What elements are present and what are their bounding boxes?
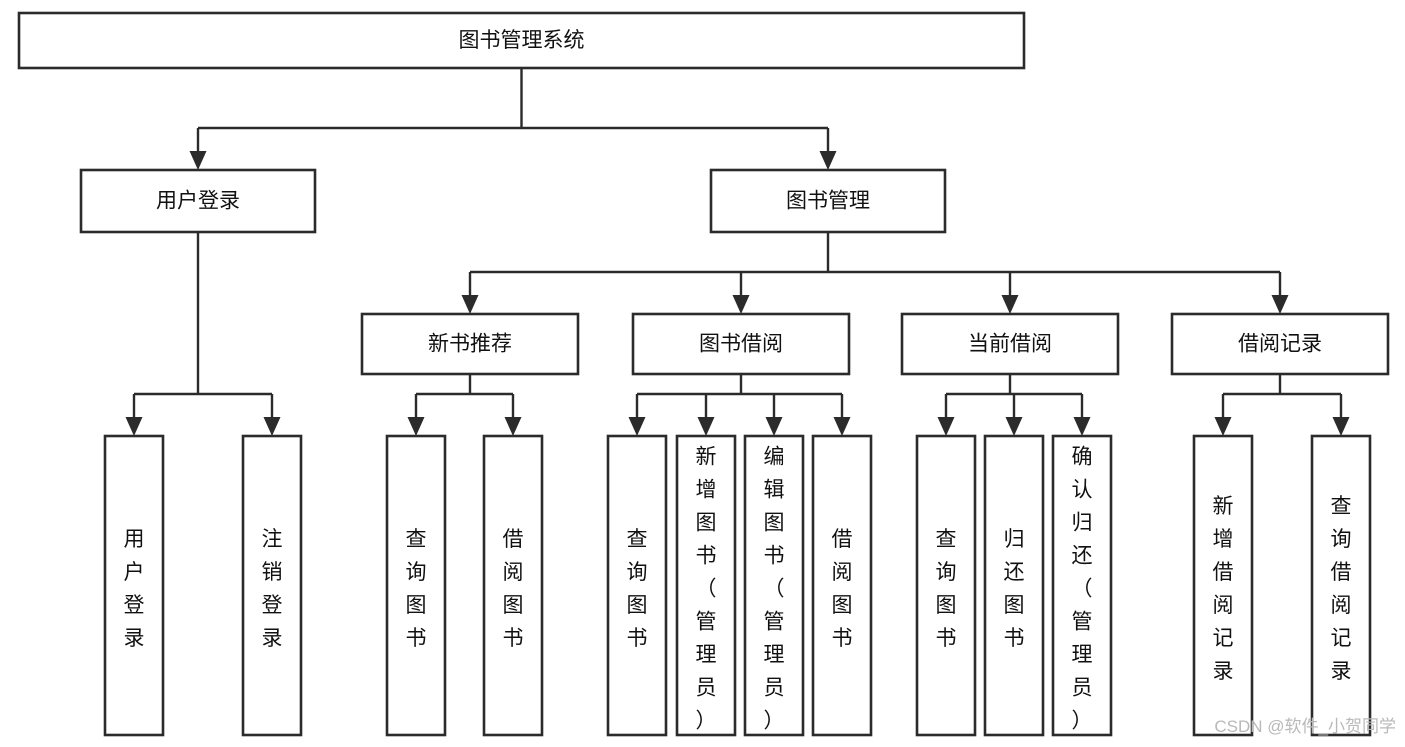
node-label-leaf-return-book: 归还图书 xyxy=(1004,528,1025,650)
node-leaf-logout[interactable]: 注销登录 xyxy=(241,434,303,737)
node-new-book-recommend[interactable]: 新书推荐 xyxy=(360,312,580,376)
node-label-new-book-recommend: 新书推荐 xyxy=(428,333,512,356)
node-leaf-borrow-book[interactable]: 借阅图书 xyxy=(811,434,873,737)
arrow-head-current-borrow xyxy=(1001,295,1019,314)
arrow-head-leaf-edit-book xyxy=(765,417,783,436)
arrow-head-leaf-add-borrow-record xyxy=(1214,417,1232,436)
node-label-book-manage: 图书管理 xyxy=(786,190,870,213)
node-label-user-login: 用户登录 xyxy=(156,190,240,213)
node-label-leaf-borrow-book: 借阅图书 xyxy=(832,528,853,650)
node-root[interactable]: 图书管理系统 xyxy=(17,11,1026,70)
node-user-login[interactable]: 用户登录 xyxy=(79,168,317,234)
node-box-leaf-query-book-recommend[interactable] xyxy=(385,434,447,737)
node-box-leaf-borrow-book[interactable] xyxy=(811,434,873,737)
node-label-leaf-user-login: 用户登录 xyxy=(124,528,145,650)
node-label-borrow-record: 借阅记录 xyxy=(1238,333,1322,356)
node-box-user-login[interactable] xyxy=(79,168,317,234)
node-box-leaf-query-borrow-record[interactable] xyxy=(1310,434,1372,737)
node-label-current-borrow: 当前借阅 xyxy=(968,333,1052,356)
arrow-head-new-book-recommend xyxy=(461,295,479,314)
node-leaf-query-book-recommend[interactable]: 查询图书 xyxy=(385,434,447,737)
node-box-new-book-recommend[interactable] xyxy=(360,312,580,376)
node-book-manage[interactable]: 图书管理 xyxy=(709,168,947,234)
arrow-head-user-login xyxy=(189,151,207,170)
node-label-leaf-query-book-recommend: 查询图书 xyxy=(406,528,427,650)
node-layer: 图书管理系统用户登录图书管理新书推荐图书借阅当前借阅借阅记录用户登录注销登录查询… xyxy=(17,11,1390,737)
arrow-head-leaf-add-book xyxy=(697,417,715,436)
node-box-leaf-query-book-current[interactable] xyxy=(915,434,977,737)
node-box-book-manage[interactable] xyxy=(709,168,947,234)
node-label-leaf-edit-book: 编辑图书（管理员） xyxy=(764,445,785,732)
node-leaf-query-book-current[interactable]: 查询图书 xyxy=(915,434,977,737)
node-label-root: 图书管理系统 xyxy=(459,29,585,52)
node-box-leaf-logout[interactable] xyxy=(241,434,303,737)
node-box-borrow-record[interactable] xyxy=(1170,312,1390,376)
connector-group-current-borrow xyxy=(937,374,1091,436)
arrow-head-leaf-query-book-current xyxy=(937,417,955,436)
arrow-head-leaf-borrow-book-recommend xyxy=(504,417,522,436)
node-leaf-user-login[interactable]: 用户登录 xyxy=(103,434,165,737)
node-borrow-record[interactable]: 借阅记录 xyxy=(1170,312,1390,376)
node-book-borrow[interactable]: 图书借阅 xyxy=(631,312,851,376)
watermark-label: CSDN @软件_小贺同学 xyxy=(1214,717,1396,736)
arrow-head-leaf-query-borrow-record xyxy=(1332,417,1350,436)
arrow-head-book-borrow xyxy=(732,295,750,314)
node-label-leaf-query-book-current: 查询图书 xyxy=(936,528,957,650)
node-label-leaf-add-borrow-record: 新增借阅记录 xyxy=(1213,495,1234,683)
node-box-leaf-query-book-borrow[interactable] xyxy=(606,434,668,737)
arrow-head-leaf-user-login xyxy=(125,417,143,436)
node-box-leaf-add-book[interactable] xyxy=(675,434,737,737)
node-leaf-return-book[interactable]: 归还图书 xyxy=(983,434,1045,737)
connector-group-book-manage xyxy=(461,232,1289,314)
arrow-head-leaf-query-book-recommend xyxy=(407,417,425,436)
node-leaf-borrow-book-recommend[interactable]: 借阅图书 xyxy=(482,434,544,737)
connector-group-root xyxy=(189,68,837,170)
node-leaf-edit-book[interactable]: 编辑图书（管理员） xyxy=(743,434,805,737)
node-box-leaf-add-borrow-record[interactable] xyxy=(1192,434,1254,737)
node-label-leaf-add-book: 新增图书（管理员） xyxy=(696,445,717,732)
node-current-borrow[interactable]: 当前借阅 xyxy=(900,312,1120,376)
node-box-current-borrow[interactable] xyxy=(900,312,1120,376)
node-label-leaf-confirm-return: 确认归还（管理员） xyxy=(1072,445,1093,732)
node-label-leaf-borrow-book-recommend: 借阅图书 xyxy=(503,528,524,650)
node-box-book-borrow[interactable] xyxy=(631,312,851,376)
node-box-leaf-confirm-return[interactable] xyxy=(1051,434,1113,737)
node-box-leaf-edit-book[interactable] xyxy=(743,434,805,737)
connector-group-book-borrow xyxy=(628,374,851,436)
node-leaf-add-borrow-record[interactable]: 新增借阅记录 xyxy=(1192,434,1254,737)
node-box-leaf-user-login[interactable] xyxy=(103,434,165,737)
node-label-leaf-query-book-borrow: 查询图书 xyxy=(627,528,648,650)
arrow-head-leaf-logout xyxy=(263,417,281,436)
node-leaf-add-book[interactable]: 新增图书（管理员） xyxy=(675,434,737,737)
arrow-head-leaf-return-book xyxy=(1005,417,1023,436)
node-label-leaf-logout: 注销登录 xyxy=(262,528,283,650)
connector-group-borrow-record xyxy=(1214,374,1350,436)
connector-layer xyxy=(125,68,1350,436)
node-label-book-borrow: 图书借阅 xyxy=(699,333,783,356)
arrow-head-book-manage xyxy=(819,151,837,170)
arrow-head-leaf-query-book-borrow xyxy=(628,417,646,436)
arrow-head-borrow-record xyxy=(1271,295,1289,314)
arrow-head-leaf-borrow-book xyxy=(833,417,851,436)
node-leaf-query-book-borrow[interactable]: 查询图书 xyxy=(606,434,668,737)
node-box-root[interactable] xyxy=(17,11,1026,70)
connector-group-user-login xyxy=(125,232,281,436)
node-box-leaf-return-book[interactable] xyxy=(983,434,1045,737)
connector-group-new-book-recommend xyxy=(407,374,522,436)
node-leaf-query-borrow-record[interactable]: 查询借阅记录 xyxy=(1310,434,1372,737)
arrow-head-leaf-confirm-return xyxy=(1073,417,1091,436)
node-label-leaf-query-borrow-record: 查询借阅记录 xyxy=(1331,495,1352,683)
node-leaf-confirm-return[interactable]: 确认归还（管理员） xyxy=(1051,434,1113,737)
node-box-leaf-borrow-book-recommend[interactable] xyxy=(482,434,544,737)
